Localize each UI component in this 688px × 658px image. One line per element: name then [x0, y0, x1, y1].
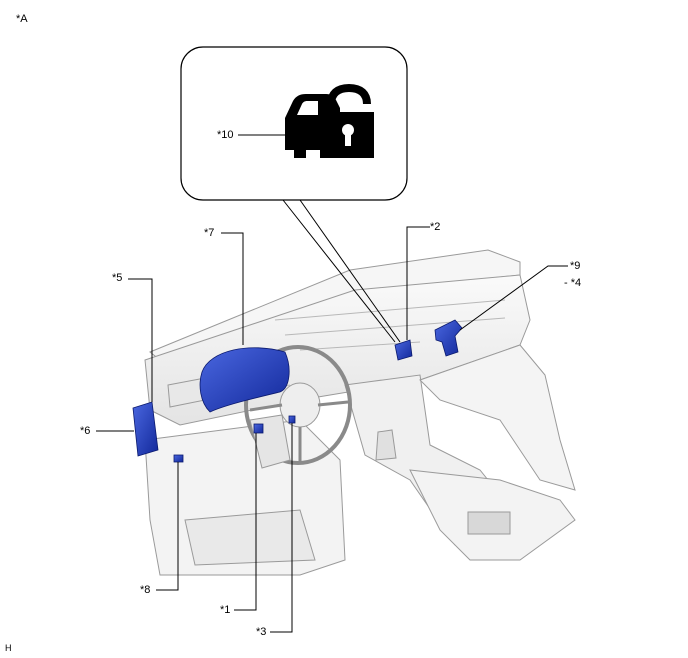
column-switch: [253, 423, 264, 434]
footer-code: H: [5, 643, 12, 653]
leader-5: [128, 278, 153, 402]
steering-hub: [279, 382, 321, 428]
dashboard-lines: [169, 299, 506, 406]
glovebox: [419, 344, 576, 491]
dash-unit: [394, 339, 413, 361]
callout-1: *1: [220, 604, 231, 616]
rear-vent: [467, 511, 511, 535]
callout-3: *3: [256, 626, 267, 638]
callout-9-range: - *4: [564, 277, 582, 289]
highlighted-components: [132, 319, 463, 463]
zoom-pointer-left: [282, 199, 396, 343]
leader-9: [459, 265, 568, 331]
combination-meter: [199, 347, 290, 413]
leader-1: [234, 433, 257, 611]
leader-8: [156, 462, 179, 591]
security-indicator-icon: [285, 83, 374, 158]
callout-10: *10: [217, 129, 234, 141]
callout-7: *7: [204, 227, 215, 239]
left-ecu: [132, 401, 159, 457]
lower-connector: [173, 454, 184, 463]
dashboard-group: [144, 249, 576, 576]
floor-mat: [184, 509, 316, 566]
gear-shifter: [375, 429, 397, 461]
hub-switch: [288, 415, 296, 424]
callout-2: *2: [430, 221, 441, 233]
steering-wheel: [244, 345, 352, 465]
zoom-callout: [180, 46, 408, 343]
car-window-icon: [297, 101, 318, 115]
leader-7: [221, 232, 244, 345]
callout-8: *8: [140, 584, 151, 596]
callout-5: *5: [112, 272, 123, 284]
bracket-assembly: [434, 319, 463, 357]
leader-3: [270, 423, 293, 633]
callout-9: *9: [570, 260, 581, 272]
callout-6: *6: [80, 425, 91, 437]
leader-2: [406, 226, 430, 340]
leader-lines: [96, 226, 568, 633]
zoom-pointer-right: [299, 199, 401, 343]
steering-spokes: [249, 400, 349, 462]
keyhole-slot-icon: [345, 132, 351, 146]
corner-label: *A: [16, 13, 28, 25]
padlock-shackle-icon: [327, 83, 371, 112]
